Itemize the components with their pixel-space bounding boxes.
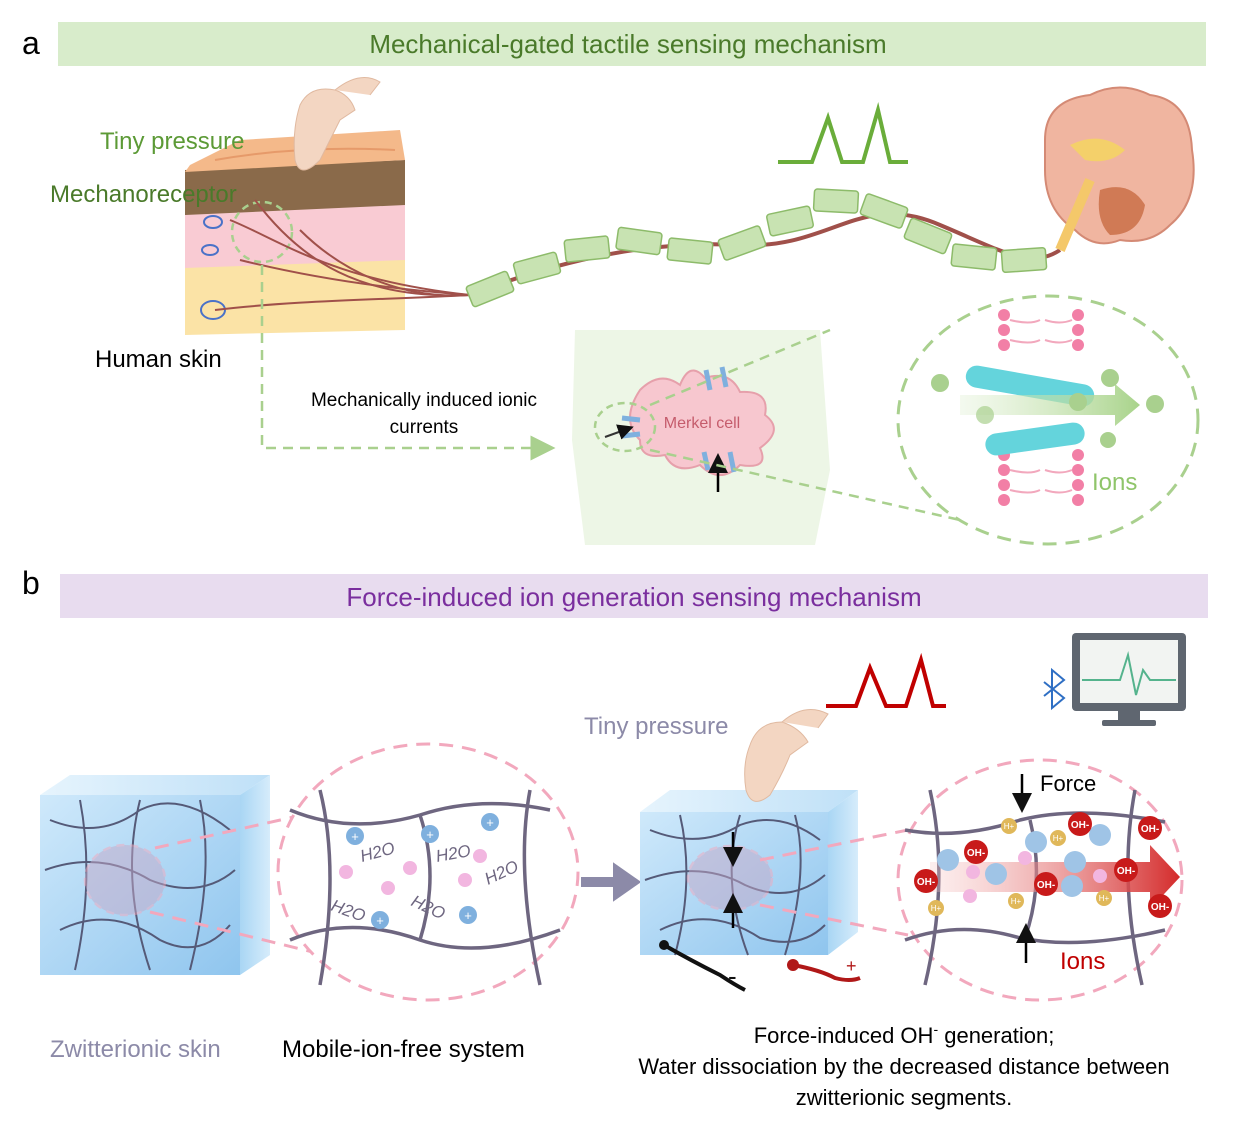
hydroxide-label: OH- bbox=[1141, 824, 1159, 835]
svg-text:+: + bbox=[376, 913, 384, 928]
zwitterionic-cube-left bbox=[40, 775, 270, 975]
svg-text:+: + bbox=[486, 815, 494, 830]
skin-block-illustration bbox=[185, 130, 471, 335]
caption-line-1: Force-induced OH- generation; bbox=[754, 1021, 1055, 1048]
mechanoreceptor-highlight bbox=[230, 200, 294, 264]
label-merkel-cell: Merkel cell bbox=[664, 415, 740, 432]
svg-text:+: + bbox=[426, 827, 434, 842]
hydroxide-label: OH- bbox=[967, 848, 985, 859]
ion-generation-zoom: Force Ions OH- OH- OH- OH- OH- bbox=[896, 758, 1184, 1002]
hydroxide-label: OH- bbox=[1151, 902, 1169, 913]
label-ionic-currents-1: Mechanically induced ionic bbox=[311, 390, 537, 411]
finger-icon bbox=[744, 709, 829, 802]
svg-text:+: + bbox=[351, 829, 359, 844]
panel-a-banner bbox=[58, 22, 1206, 66]
ionic-current-connector bbox=[260, 265, 556, 461]
brain-icon bbox=[1044, 86, 1195, 252]
ion-channel-zoom: Ions bbox=[896, 294, 1200, 546]
panel-a-title: Mechanical-gated tactile sensing mechani… bbox=[369, 29, 886, 59]
panel-a-letter: a bbox=[22, 25, 40, 61]
hydroxide-label: OH- bbox=[1117, 866, 1135, 877]
label-ionic-currents-2: currents bbox=[390, 417, 459, 438]
signal-spike-red bbox=[826, 652, 946, 708]
label-mechanoreceptor: Mechanoreceptor bbox=[50, 181, 237, 208]
label-ions-b: Ions bbox=[1060, 948, 1105, 975]
label-mobile-ion-free: Mobile-ion-free system bbox=[282, 1036, 525, 1063]
proton-label: H+ bbox=[1011, 897, 1022, 906]
label-tiny-pressure-a: Tiny pressure bbox=[100, 128, 245, 155]
merkel-cell-illustration: Merkel cell bbox=[572, 328, 961, 545]
bluetooth-icon bbox=[1043, 667, 1066, 711]
process-arrow bbox=[581, 862, 642, 902]
proton-label: H+ bbox=[1099, 894, 1110, 903]
hydroxide-label: OH- bbox=[917, 877, 935, 888]
panel-b: b Force-induced ion generation sensing m… bbox=[22, 565, 1208, 1110]
panel-a: a Mechanical-gated tactile sensing mecha… bbox=[22, 22, 1206, 546]
label-tiny-pressure-b: Tiny pressure bbox=[584, 713, 729, 740]
label-force: Force bbox=[1040, 771, 1096, 796]
label-human-skin: Human skin bbox=[95, 346, 222, 373]
panel-b-title: Force-induced ion generation sensing mec… bbox=[346, 582, 921, 612]
svg-text:+: + bbox=[464, 908, 472, 923]
proton-label: H+ bbox=[931, 904, 942, 913]
nerve-fiber bbox=[465, 188, 1062, 308]
hydroxide-label: OH- bbox=[1037, 880, 1055, 891]
proton-label: H+ bbox=[1004, 822, 1015, 831]
signal-spike-green bbox=[778, 102, 908, 164]
hydroxide-label: OH- bbox=[1071, 820, 1089, 831]
finger-icon bbox=[293, 77, 381, 171]
electrode-plus: + bbox=[846, 956, 857, 976]
zwitterionic-cube-pressed: - + bbox=[640, 790, 861, 992]
monitor-icon bbox=[1072, 633, 1186, 726]
label-ions-a: Ions bbox=[1092, 469, 1137, 496]
zoom-connector-right bbox=[759, 828, 909, 937]
label-zwitterionic-skin: Zwitterionic skin bbox=[50, 1036, 221, 1063]
panel-b-banner bbox=[60, 574, 1208, 618]
mobile-ion-free-zoom: + + + + + H2O H2O H2O H2O H2O bbox=[276, 742, 580, 1002]
caption-line-3: zwitterionic segments. bbox=[796, 1085, 1012, 1110]
proton-label: H+ bbox=[1053, 834, 1064, 843]
caption-line-2: Water dissociation by the decreased dist… bbox=[638, 1054, 1169, 1079]
panel-b-letter: b bbox=[22, 565, 40, 601]
electrode-minus: - bbox=[728, 961, 737, 991]
